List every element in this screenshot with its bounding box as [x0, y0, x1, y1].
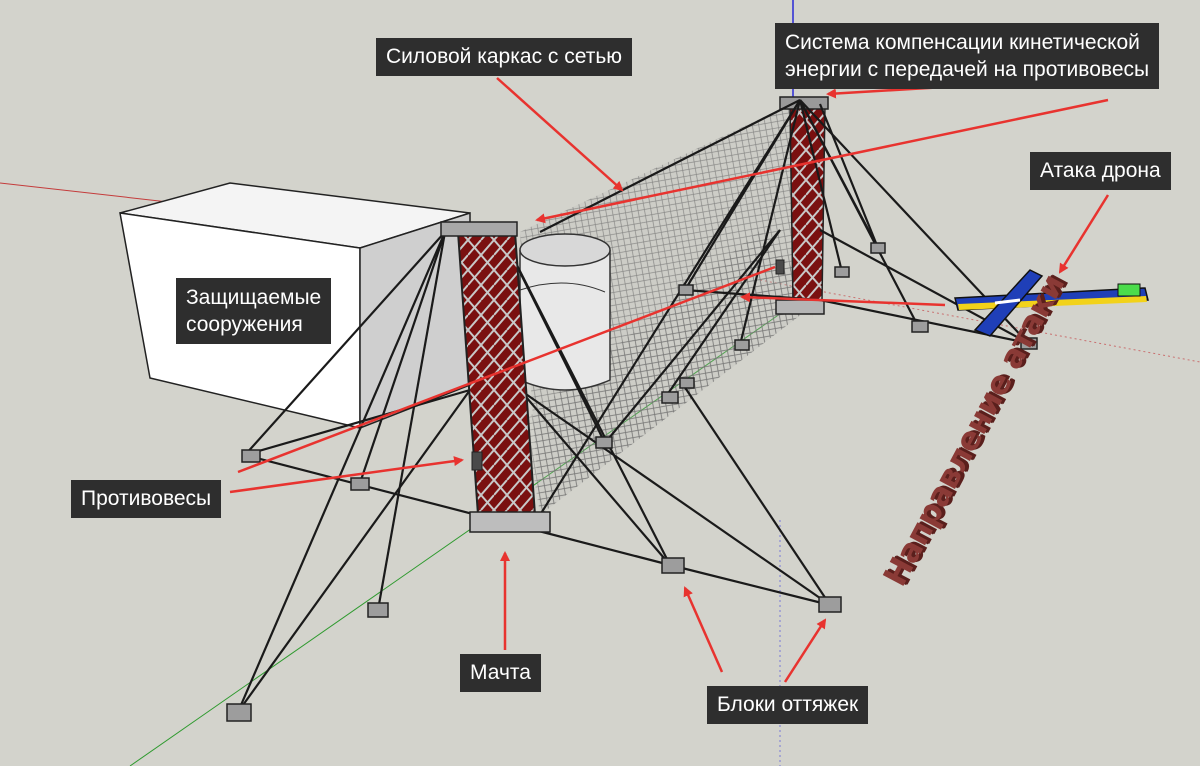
anchor-block: [911, 320, 929, 333]
arrow-guy-block-1: [683, 586, 724, 673]
anchor-blocks: [226, 242, 1038, 722]
anchor-block: [678, 284, 694, 296]
arrow-drone: [1058, 194, 1110, 274]
anchor-block: [226, 703, 252, 722]
anchor-block: [818, 596, 842, 613]
anchor-block: [595, 436, 613, 449]
protected-line-2: сооружения: [186, 313, 303, 336]
anchor-block: [870, 242, 886, 254]
compensation-system-label: Система компенсации кинетической энергии…: [775, 23, 1160, 89]
anchor-block: [679, 377, 695, 389]
anchor-block: [661, 391, 679, 404]
guy-cables: [236, 99, 1029, 713]
mast-label: Мачта: [460, 654, 541, 692]
protected-line-1: Защищаемые: [186, 286, 322, 309]
anchor-block: [367, 602, 389, 618]
back-mast: [775, 96, 829, 315]
drone-attack-label: Атака дрона: [1030, 152, 1171, 190]
protected-structures-label: Защищаемые сооружения: [176, 278, 332, 344]
anchor-block: [241, 449, 261, 463]
anchor-block: [834, 266, 850, 278]
arrow-frame: [496, 77, 624, 192]
anchor-block: [350, 477, 370, 491]
drone: [954, 269, 1149, 337]
arrow-counterweight-back: [740, 292, 946, 307]
annotation-arrows: [229, 77, 1110, 683]
counterweights-label: Противовесы: [71, 480, 222, 518]
arrow-counterweight-1: [237, 265, 776, 474]
cylinder-tank: [519, 233, 611, 391]
arrow-counterweight-2: [229, 456, 464, 494]
arrow-guy-block-2: [783, 618, 827, 683]
anchor-block: [661, 557, 685, 574]
compensation-line-2: энергии с передачей на противовесы: [785, 58, 1150, 81]
compensation-line-1: Система компенсации кинетической: [785, 31, 1140, 54]
frame-label: Силовой каркас с сетью: [376, 38, 633, 76]
anchor-block: [1020, 337, 1038, 350]
anchor-block: [734, 339, 750, 351]
guy-blocks-label: Блоки оттяжек: [707, 686, 869, 724]
arrow-compensation-front: [535, 98, 1109, 224]
